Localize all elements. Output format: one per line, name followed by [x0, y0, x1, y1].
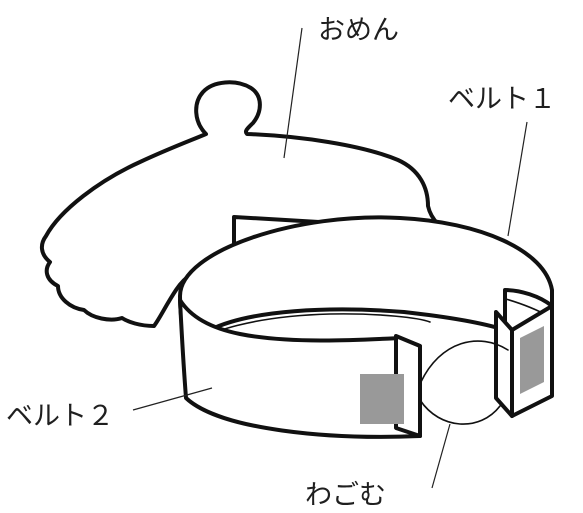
rubber-band-upper	[419, 340, 509, 385]
belt1-end-flap	[494, 310, 514, 418]
belt1-leader	[507, 121, 528, 237]
belt2-leader	[132, 387, 213, 411]
omen-leader	[283, 27, 303, 159]
label-omen: おめん	[318, 15, 399, 46]
rubber-band-lower	[419, 399, 501, 425]
label-wagomu: わごむ	[305, 480, 386, 511]
right-velcro-patch	[520, 326, 544, 394]
wagomu-leader	[431, 423, 451, 489]
label-belt1: ベルト１	[448, 84, 556, 115]
left-velcro-patch	[360, 374, 404, 424]
label-belt2: ベルト２	[6, 401, 114, 432]
